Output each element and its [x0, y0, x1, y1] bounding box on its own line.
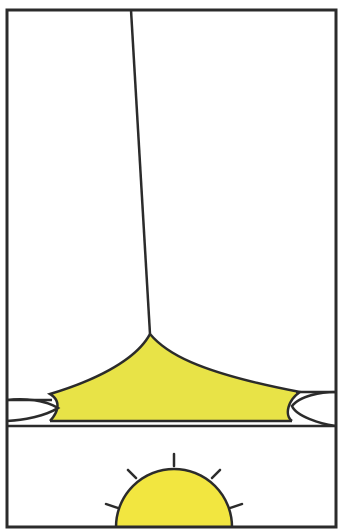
background	[0, 0, 343, 531]
diagram	[0, 0, 343, 531]
diagram-canvas	[0, 0, 343, 531]
